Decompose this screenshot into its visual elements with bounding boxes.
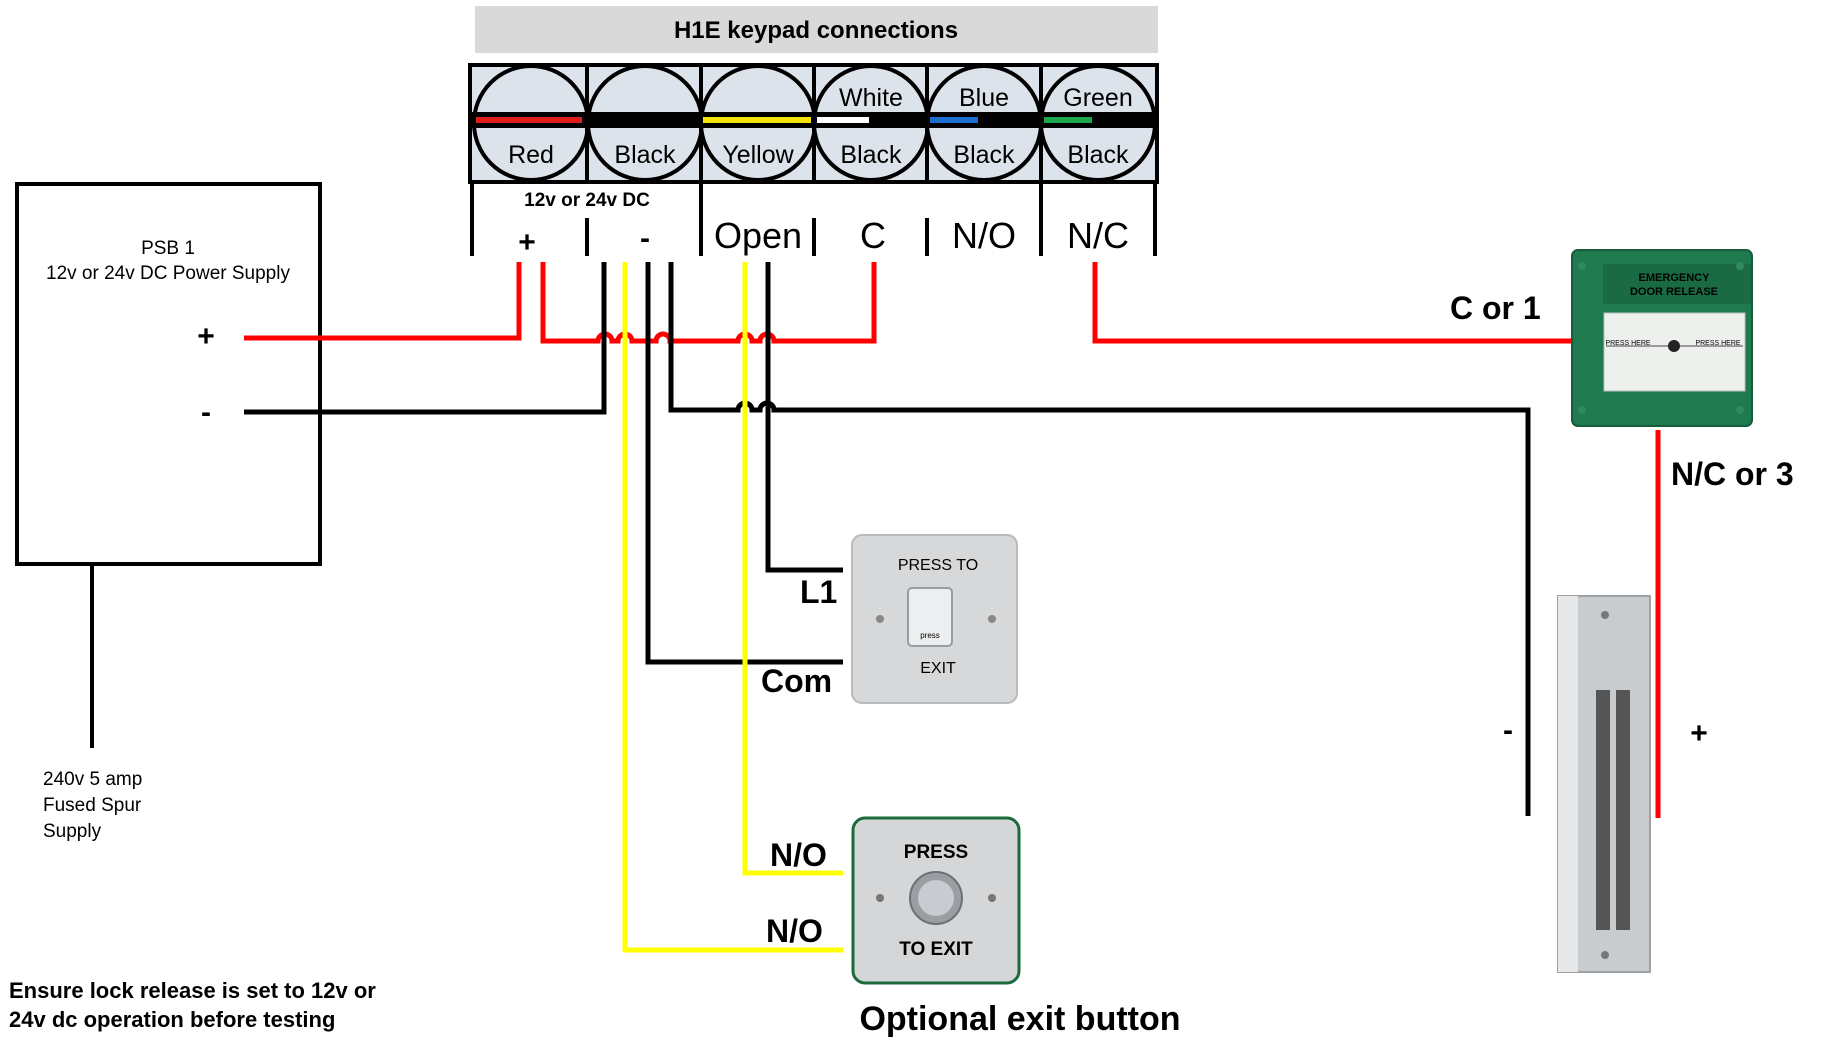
wire-label-bottom-1: Red (508, 141, 554, 169)
mains-line-2: Fused Spur (43, 795, 142, 816)
terminal-open: Open (714, 215, 802, 256)
power-supply: PSB 1 12v or 24v DC Power Supply + - (15, 182, 322, 566)
terminal-minus: - (640, 222, 650, 255)
screw-icon (876, 615, 884, 623)
psu-name: PSB 1 (141, 238, 195, 259)
note: Ensure lock release is set to 12v or 24v… (9, 978, 376, 1032)
red-wires (244, 262, 1661, 818)
terminal-nc: N/C (1067, 215, 1129, 256)
exit-switch-rocker-text: press (920, 631, 940, 640)
wire-label-bottom-4: Black (840, 141, 902, 169)
screw-icon (988, 894, 996, 902)
screw-icon (1578, 406, 1586, 414)
yellow-wires (622, 262, 843, 953)
mains-line-1: 240v 5 amp (43, 769, 142, 790)
stripe-yellow (703, 117, 811, 123)
wire-label-bottom-3: Yellow (722, 141, 794, 169)
exit-button-no-bottom: N/O (766, 913, 823, 949)
break-glass-nc-label: N/C or 3 (1671, 456, 1794, 492)
header-bar (475, 6, 1158, 53)
exit-button-no-top: N/O (770, 837, 827, 873)
voltage-label: 12v or 24v DC (524, 190, 650, 211)
break-glass-unit: EMERGENCY DOOR RELEASE PRESS HERE PRESS … (1571, 249, 1753, 427)
stripe-blue (930, 117, 978, 123)
wire-label-top-6: Green (1063, 84, 1132, 112)
stripe-white (817, 117, 869, 123)
psu-minus-label: - (201, 396, 211, 429)
terminal-no: N/O (952, 215, 1016, 256)
screw-icon (1736, 262, 1744, 270)
exit-button-face-bottom: TO EXIT (899, 939, 973, 960)
exit-switch-com-label: Com (761, 663, 832, 699)
exit-switch-face-bottom: EXIT (920, 660, 956, 677)
screw-icon (1736, 406, 1744, 414)
screw-icon (1601, 951, 1609, 959)
exit-switch-rocker (907, 587, 953, 647)
psu-plus-label: + (197, 320, 215, 353)
terminal-c: C (860, 215, 886, 256)
maglock-coil (1616, 690, 1630, 930)
screw-icon (1578, 262, 1586, 270)
maglock-coil (1596, 690, 1610, 930)
mains-label: 240v 5 amp Fused Spur Supply (43, 769, 142, 842)
exit-button-caption: Optional exit button (859, 1000, 1180, 1038)
keypad-terminal-block: White Blue Green Red Black Yellow Black … (468, 63, 1159, 184)
wire-label-bottom-6: Black (1067, 141, 1129, 169)
screw-icon (988, 615, 996, 623)
break-glass-centre-icon (1668, 340, 1680, 352)
mains-line-3: Supply (43, 821, 102, 842)
terminal-labels: 12v or 24v DC + - Open C N/O N/C (470, 182, 1157, 259)
exit-switch-face-top: PRESS TO (898, 557, 978, 574)
wire-label-bottom-2: Black (614, 141, 676, 169)
maglock (1557, 595, 1651, 973)
break-glass-press-left: PRESS HERE (1605, 340, 1650, 347)
exit-switch: PRESS TO press EXIT (851, 534, 1018, 704)
break-glass-press-right: PRESS HERE (1695, 340, 1740, 347)
exit-button-face-top: PRESS (904, 842, 968, 863)
push-button-cap (918, 880, 954, 916)
wire-label-top-4: White (839, 84, 903, 112)
break-glass-title-1: EMERGENCY (1639, 272, 1711, 284)
maglock-minus-label: - (1503, 714, 1513, 747)
break-glass-title-2: DOOR RELEASE (1630, 286, 1718, 298)
maglock-plus-label: + (1690, 717, 1708, 750)
note-line-2: 24v dc operation before testing (9, 1007, 335, 1032)
wire-label-top-5: Blue (959, 84, 1009, 112)
header-title: H1E keypad connections (674, 17, 958, 44)
wire-label-bottom-5: Black (953, 141, 1015, 169)
stripe-green (1044, 117, 1092, 123)
exit-button: PRESS TO EXIT (851, 816, 1021, 985)
note-line-1: Ensure lock release is set to 12v or (9, 978, 376, 1003)
psu-description: 12v or 24v DC Power Supply (46, 263, 290, 284)
break-glass-c-label: C or 1 (1450, 290, 1541, 326)
stripe-red (476, 117, 582, 123)
screw-icon (876, 894, 884, 902)
terminal-plus: + (518, 226, 536, 259)
exit-switch-l1-label: L1 (800, 574, 837, 610)
screw-icon (1601, 611, 1609, 619)
break-glass-pane (1603, 312, 1746, 392)
